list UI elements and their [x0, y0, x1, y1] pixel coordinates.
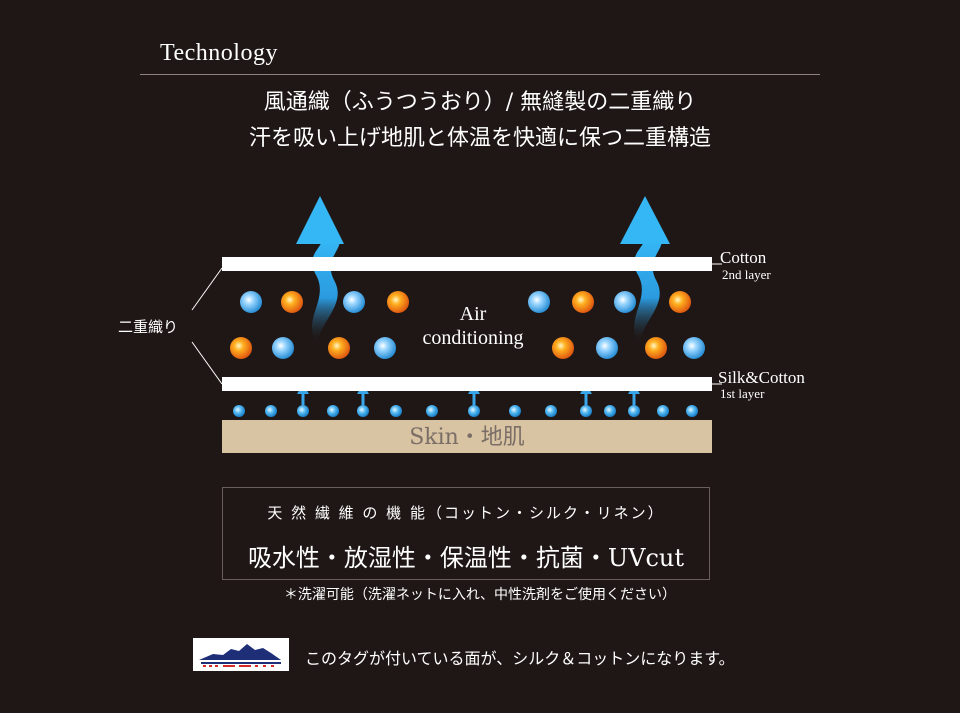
title-divider	[140, 74, 820, 75]
cotton-layer	[222, 257, 712, 271]
sweat-drops	[233, 405, 698, 417]
functions-title: 天 然 繊 維 の 機 能（コットン・シルク・リネン）	[267, 504, 665, 522]
air-label-line-1: Air	[459, 303, 487, 325]
top-layer-name: Cotton	[720, 248, 767, 267]
functions-box: 天 然 繊 維 の 機 能（コットン・シルク・リネン） 吸水性・放湿性・保温性・…	[222, 487, 710, 580]
tag-image	[193, 638, 289, 671]
functions-list: 吸水性・放湿性・保温性・抗菌・UVcut	[247, 544, 685, 572]
section-title: Technology	[160, 40, 278, 66]
bracket-line-top	[191, 267, 223, 311]
washing-note: ＊洗濯可能（洗濯ネットに入れ、中性洗剤をご使用ください）	[283, 587, 677, 603]
top-layer-sub: 2nd layer	[722, 267, 771, 282]
tag-caption: このタグが付いている面が、シルク＆コットンになります。	[305, 649, 735, 668]
bracket-line-bottom	[191, 341, 223, 385]
bottom-layer-name: Silk&Cotton	[718, 368, 805, 387]
air-conditioning-label: Air conditioning	[373, 302, 573, 350]
air-label-line-2: conditioning	[422, 327, 524, 349]
mountain-tag-icon	[199, 644, 281, 667]
silk-cotton-layer	[222, 377, 712, 391]
headline-line-1: 風通織（ふうつうおり）/ 無縫製の二重織り	[263, 90, 697, 115]
double-weave-label: 二重織り	[118, 318, 179, 336]
skin-layer: Skin・地肌	[222, 420, 712, 453]
bottom-layer-sub: 1st layer	[720, 386, 765, 401]
headline-line-2: 汗を吸い上げ地肌と体温を快適に保つ二重構造	[248, 126, 711, 151]
air-particles	[230, 291, 705, 359]
